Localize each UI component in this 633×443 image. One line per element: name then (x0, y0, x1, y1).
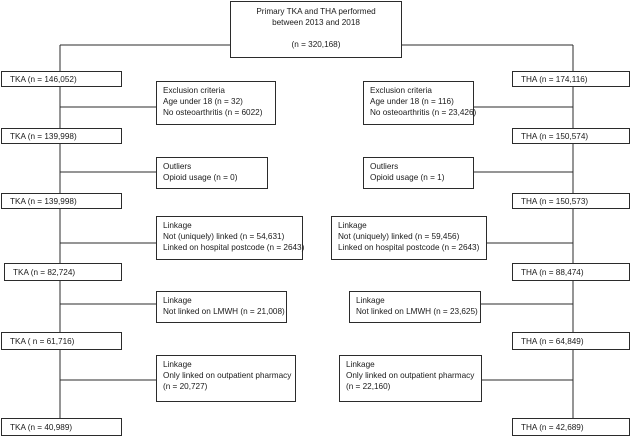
tka-count-box: TKA ( n = 61,716) (1, 332, 122, 350)
tha-count-label: THA (n = 88,474) (521, 267, 584, 277)
top-box: Primary TKA and THA performed between 20… (230, 1, 402, 58)
tha-count-label: THA (n = 42,689) (521, 422, 584, 432)
tha-count-box: THA (n = 150,574) (512, 128, 630, 144)
tha-exclusion-box: Linkage Not (uniquely) linked (n = 59,45… (331, 216, 487, 260)
tka-count-label: TKA (n = 146,052) (10, 74, 77, 84)
exclusion-heading: Linkage (163, 360, 192, 369)
exclusion-line: Opioid usage (n = 0) (163, 173, 238, 182)
exclusion-heading: Linkage (338, 221, 367, 230)
tha-count-label: THA (n = 150,574) (521, 131, 589, 141)
tha-count-box: THA (n = 88,474) (512, 263, 630, 281)
tka-count-label: TKA (n = 82,724) (13, 267, 76, 277)
tha-count-box: THA (n = 150,573) (512, 193, 630, 209)
exclusion-line: Age under 18 (n = 116) (370, 97, 454, 106)
tka-count-box: TKA (n = 146,052) (1, 71, 122, 87)
exclusion-line: Not (uniquely) linked (n = 59,456) (338, 232, 460, 241)
exclusion-line: Only linked on outpatient pharmacy (346, 371, 475, 380)
tka-count-box: TKA (n = 139,998) (1, 193, 122, 209)
tka-exclusion-box: Exclusion criteria Age under 18 (n = 32)… (156, 81, 276, 125)
tka-count-box: TKA (n = 40,989) (1, 418, 122, 436)
tha-count-box: THA (n = 42,689) (512, 418, 630, 436)
tka-count-label: TKA (n = 40,989) (10, 422, 73, 432)
exclusion-line: Age under 18 (n = 32) (163, 97, 243, 106)
tha-count-label: THA (n = 174,116) (521, 74, 588, 84)
tka-count-label: TKA ( n = 61,716) (10, 336, 75, 346)
exclusion-line: No osteoarthritis (n = 6022) (163, 108, 263, 117)
tka-count-box: TKA (n = 82,724) (4, 263, 122, 281)
exclusion-heading: Outliers (163, 162, 192, 171)
tha-count-box: THA (n = 174,116) (512, 71, 630, 87)
tha-count-label: THA (n = 150,573) (521, 196, 589, 206)
top-title-line-1: Primary TKA and THA performed (256, 7, 376, 16)
exclusion-line: Not linked on LMWH (n = 23,625) (356, 307, 478, 316)
tka-count-label: TKA (n = 139,998) (10, 131, 77, 141)
exclusion-line: (n = 22,160) (346, 382, 391, 391)
tha-exclusion-box: Linkage Not linked on LMWH (n = 23,625) (349, 291, 481, 323)
top-count: (n = 320,168) (291, 40, 341, 49)
tka-exclusion-box: Linkage Not linked on LMWH (n = 21,008) (156, 291, 287, 323)
top-title-line-2: between 2013 and 2018 (272, 18, 360, 27)
tka-exclusion-box: Outliers Opioid usage (n = 0) (156, 157, 268, 189)
exclusion-line: No osteoarthritis (n = 23,426) (370, 108, 477, 117)
exclusion-heading: Linkage (163, 296, 192, 305)
tka-count-label: TKA (n = 139,998) (10, 196, 77, 206)
exclusion-line: (n = 20,727) (163, 382, 208, 391)
tha-exclusion-box: Exclusion criteria Age under 18 (n = 116… (363, 81, 477, 125)
tha-exclusion-box: Linkage Only linked on outpatient pharma… (339, 355, 482, 402)
tha-exclusion-box: Outliers Opioid usage (n = 1) (363, 157, 474, 189)
exclusion-line: Not (uniquely) linked (n = 54,631) (163, 232, 285, 241)
tha-count-box: THA (n = 64,849) (512, 332, 630, 350)
exclusion-heading: Linkage (163, 221, 192, 230)
exclusion-line: Not linked on LMWH (n = 21,008) (163, 307, 285, 316)
exclusion-line: Only linked on outpatient pharmacy (163, 371, 292, 380)
exclusion-heading: Exclusion criteria (370, 86, 432, 95)
exclusion-heading: Linkage (346, 360, 375, 369)
exclusion-heading: Linkage (356, 296, 385, 305)
exclusion-heading: Exclusion criteria (163, 86, 225, 95)
exclusion-line: Linked on hospital postcode (n = 2643) (163, 243, 305, 252)
tka-exclusion-box: Linkage Not (uniquely) linked (n = 54,63… (156, 216, 305, 260)
exclusion-heading: Outliers (370, 162, 399, 171)
tka-count-box: TKA (n = 139,998) (1, 128, 122, 144)
exclusion-line: Opioid usage (n = 1) (370, 173, 445, 182)
tka-exclusion-box: Linkage Only linked on outpatient pharma… (156, 355, 296, 402)
exclusion-line: Linked on hospital postcode (n = 2643) (338, 243, 480, 252)
tha-count-label: THA (n = 64,849) (521, 336, 584, 346)
